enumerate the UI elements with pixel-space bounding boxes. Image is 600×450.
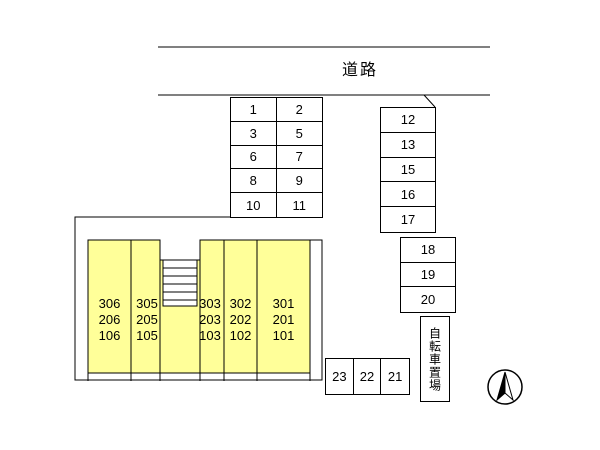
parking-space: 19 bbox=[401, 263, 455, 288]
parking-space: 7 bbox=[276, 146, 322, 170]
building-unit-305: 305 205 105 bbox=[131, 296, 163, 344]
parking-space: 8 bbox=[231, 169, 277, 194]
room-number: 101 bbox=[272, 328, 295, 343]
parking-space: 11 bbox=[292, 197, 307, 213]
parking-space: 3 bbox=[231, 121, 277, 146]
parking-space: 5 bbox=[276, 122, 322, 146]
room-number: 305 bbox=[136, 296, 158, 311]
parking-space: 2 bbox=[276, 98, 322, 122]
room-number: 203 bbox=[199, 312, 221, 327]
parking-space: 21 bbox=[387, 369, 403, 384]
bicycle-parking-area: 自転車置場 bbox=[420, 316, 450, 402]
building-unit-306: 306 206 106 bbox=[88, 296, 131, 344]
parking-space: 9 bbox=[276, 169, 322, 194]
road-label: 道路 bbox=[341, 62, 378, 79]
parking-space: 12 bbox=[381, 108, 435, 133]
parking-space: 15 bbox=[381, 158, 435, 183]
parking-space: 18 bbox=[401, 238, 455, 263]
room-number: 201 bbox=[272, 312, 295, 327]
parking-space: 16 bbox=[381, 182, 435, 208]
parking-grid-right-upper: 12 13 15 16 17 bbox=[380, 107, 436, 233]
parking-space: 20 bbox=[420, 292, 436, 308]
building-unit-302: 302 202 102 bbox=[224, 296, 257, 344]
property-boundary bbox=[74, 216, 323, 381]
building-unit-303: 303 203 103 bbox=[196, 296, 224, 344]
room-number: 105 bbox=[136, 328, 158, 343]
room-number: 303 bbox=[199, 296, 221, 311]
room-number: 106 bbox=[98, 328, 121, 343]
balcony-ticks bbox=[87, 373, 311, 381]
stairwell-box bbox=[162, 259, 198, 307]
parking-grid-right-lower: 18 19 20 bbox=[400, 237, 456, 313]
room-number: 302 bbox=[229, 296, 252, 311]
room-number: 306 bbox=[98, 296, 121, 311]
building-unit-301: 301 201 101 bbox=[257, 296, 310, 344]
parking-grid-top: 1 2 3 5 6 7 8 9 10 11 bbox=[230, 97, 323, 218]
stairwell-icon bbox=[162, 259, 198, 307]
room-number: 301 bbox=[272, 296, 295, 311]
building-footprint bbox=[87, 239, 311, 374]
parking-space: 23 bbox=[326, 359, 354, 394]
parking-space: 1 bbox=[231, 98, 277, 122]
room-number: 206 bbox=[98, 312, 121, 327]
compass-needle-light bbox=[504, 371, 514, 402]
room-number: 102 bbox=[229, 328, 252, 343]
north-arrow bbox=[487, 369, 523, 405]
boundary-chamfer bbox=[423, 94, 436, 108]
room-number: 205 bbox=[136, 312, 158, 327]
room-number: 202 bbox=[229, 312, 252, 327]
parking-space: 10 bbox=[231, 193, 277, 217]
parking-space: 22 bbox=[354, 359, 382, 394]
parking-space: 17 bbox=[400, 212, 416, 228]
parking-grid-bottom: 23 22 21 bbox=[325, 358, 410, 395]
parking-space: 13 bbox=[381, 133, 435, 158]
parking-space: 6 bbox=[231, 145, 277, 170]
unit-dividers bbox=[130, 240, 258, 373]
room-number: 103 bbox=[199, 328, 221, 343]
